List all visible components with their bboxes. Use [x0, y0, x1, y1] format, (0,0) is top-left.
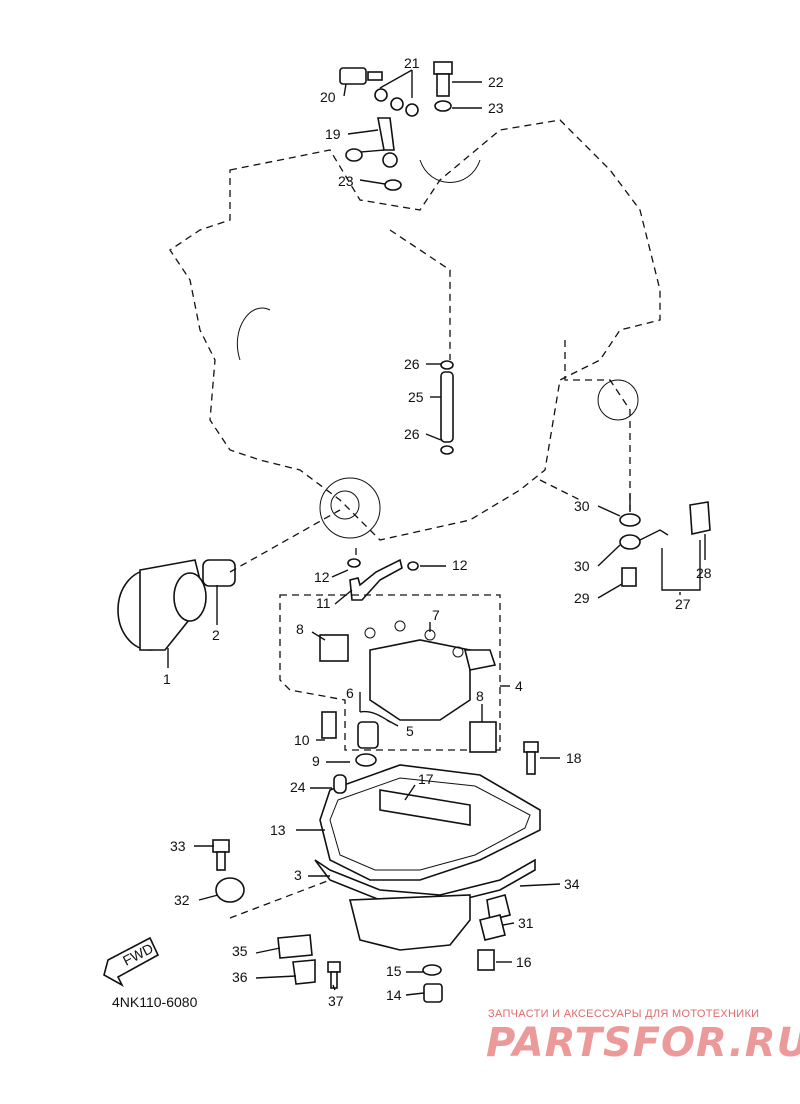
callout-22: 22 — [488, 74, 504, 90]
watermark-logo: PARTSFOR.RU — [486, 1020, 800, 1066]
oil-filter — [117, 509, 341, 651]
figure-code: 4NK110-6080 — [112, 994, 198, 1010]
callout-10: 10 — [294, 732, 310, 748]
callout-16: 16 — [516, 954, 532, 970]
callout-2: 2 — [212, 627, 220, 643]
callout-33: 33 — [170, 838, 186, 854]
small-fasteners — [212, 741, 539, 1003]
callout-28: 28 — [696, 565, 712, 581]
callout-25: 25 — [408, 389, 424, 405]
callout-14: 14 — [386, 987, 402, 1003]
callout-31: 31 — [518, 915, 534, 931]
callout-27: 27 — [675, 596, 691, 612]
callout-12a: 12 — [314, 569, 330, 585]
callout-8b: 8 — [476, 688, 484, 704]
oil-pan — [314, 764, 541, 951]
strainer-assembly — [279, 594, 501, 767]
callout-34: 34 — [564, 876, 580, 892]
callout-19: 19 — [325, 126, 341, 142]
callout-30b: 30 — [574, 558, 590, 574]
callout-12b: 12 — [452, 557, 468, 573]
callout-21: 21 — [404, 55, 420, 71]
callout-36: 36 — [232, 969, 248, 985]
callout-30a: 30 — [574, 498, 590, 514]
callout-23b: 23 — [338, 173, 354, 189]
callout-20: 20 — [320, 89, 336, 105]
watermark-subtitle: ЗАПЧАСТИ И АКСЕССУАРЫ ДЛЯ МОТОТЕХНИКИ — [488, 1008, 760, 1020]
callout-18: 18 — [566, 750, 582, 766]
oil-pipe-assembly — [339, 61, 453, 191]
callout-1: 1 — [163, 671, 171, 687]
oil-level-switch-assembly — [619, 494, 711, 591]
pipe-25 — [440, 360, 454, 455]
hose-11 — [347, 558, 419, 601]
callout-35: 35 — [232, 943, 248, 959]
fwd-arrow-icon: FWD — [103, 936, 160, 987]
callout-11: 11 — [316, 595, 331, 611]
callout-15: 15 — [386, 963, 402, 979]
callout-26a: 26 — [404, 356, 420, 372]
callout-37: 37 — [328, 993, 344, 1009]
callout-3: 3 — [294, 867, 302, 883]
callout-labels: 1 2 3 4 5 6 7 8 8 9 10 11 12 12 13 14 15… — [163, 55, 712, 1009]
callout-24: 24 — [290, 779, 306, 795]
callout-8a: 8 — [296, 621, 304, 637]
callout-13: 13 — [270, 822, 286, 838]
callout-17: 17 — [418, 771, 434, 787]
callout-6: 6 — [346, 685, 354, 701]
engine-block-outline — [169, 119, 661, 541]
callout-29: 29 — [574, 590, 590, 606]
callout-4: 4 — [515, 678, 523, 694]
callout-7: 7 — [432, 607, 440, 623]
leader-lines — [167, 69, 706, 996]
callout-26b: 26 — [404, 426, 420, 442]
callout-5: 5 — [406, 723, 414, 739]
callout-32: 32 — [174, 892, 190, 908]
callout-9: 9 — [312, 753, 320, 769]
callout-23a: 23 — [488, 100, 504, 116]
